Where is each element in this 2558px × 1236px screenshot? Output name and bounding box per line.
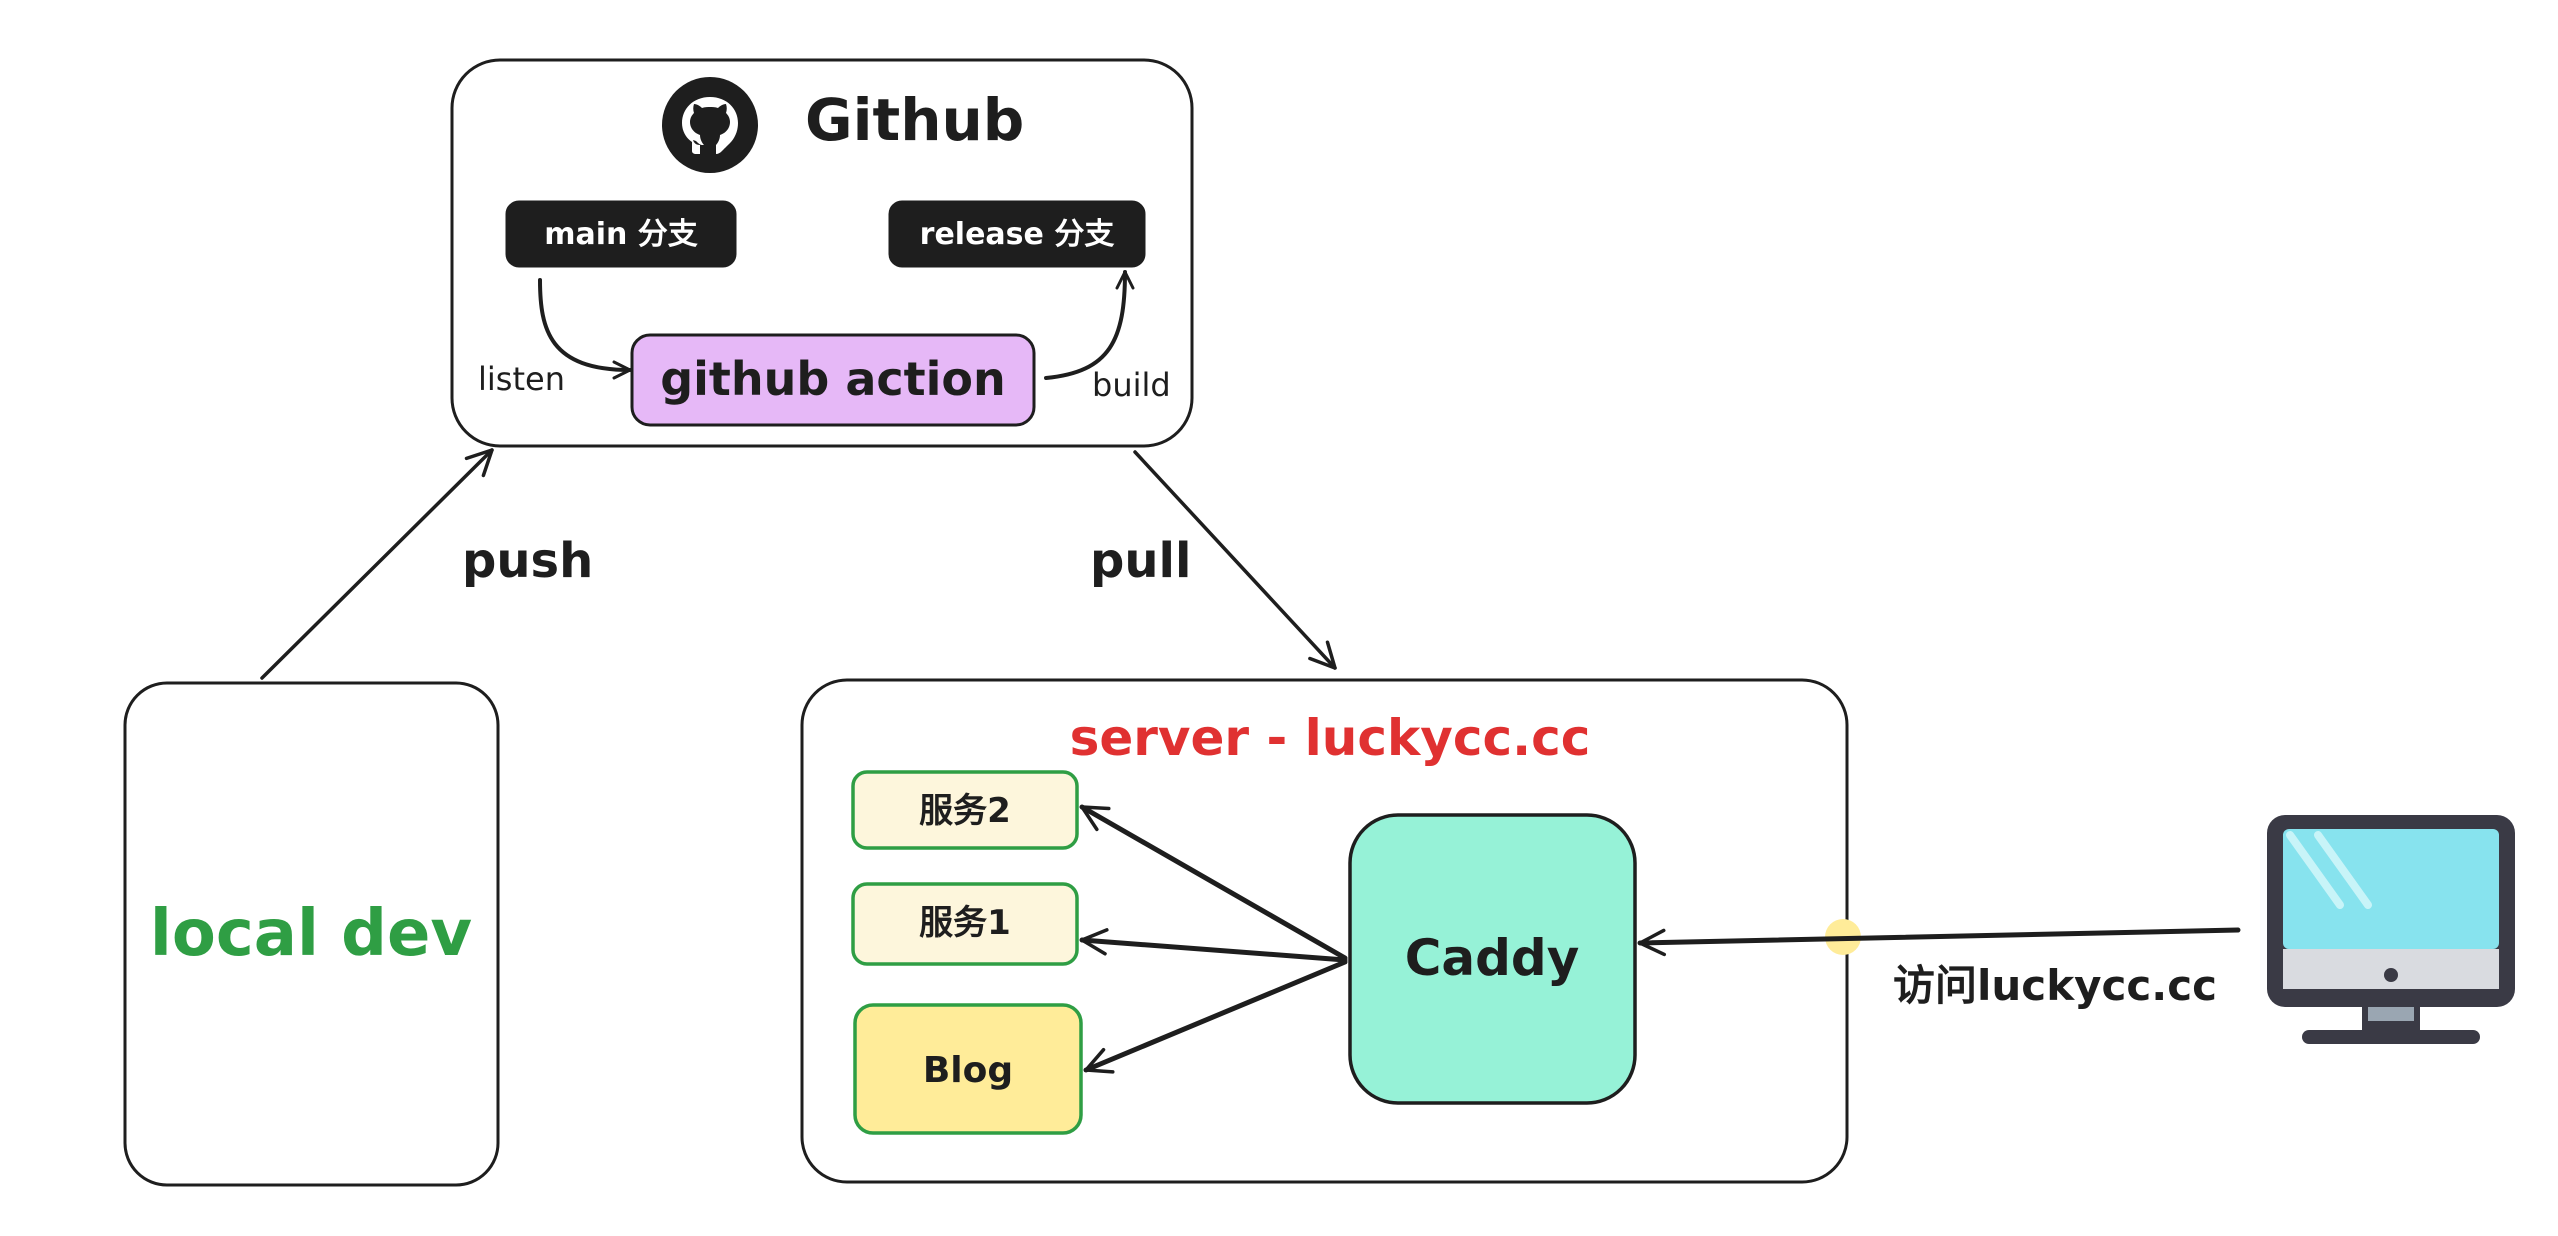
server-title: server - luckycc.cc: [1070, 709, 1591, 767]
listen-label: listen: [478, 360, 565, 398]
local-dev-label: local dev: [150, 897, 472, 971]
caddy-box: Caddy: [1348, 813, 1637, 1105]
github-action-box: github action: [630, 333, 1036, 427]
push-label: push: [462, 533, 593, 589]
service2-box: 服务2: [851, 770, 1079, 850]
local-dev-group: local dev: [123, 681, 500, 1187]
release-branch-box: release 分支: [888, 200, 1146, 268]
blog-box: Blog: [853, 1003, 1083, 1135]
visit-label: 访问luckycc.cc: [1893, 961, 2217, 1010]
desktop-monitor-icon: [2267, 815, 2515, 1044]
github-title: Github: [805, 86, 1024, 154]
pull-arrow: [1133, 450, 1337, 670]
pull-label: pull: [1090, 533, 1191, 589]
main-branch-label: main 分支: [544, 217, 698, 252]
local-dev-box: [123, 681, 500, 1187]
release-branch-label: release 分支: [920, 217, 1115, 252]
caddy-to-service1-arrow: [1079, 928, 1348, 963]
service1-box: 服务1: [851, 882, 1079, 966]
build-arrow: [1044, 270, 1135, 380]
blog-label: Blog: [923, 1050, 1013, 1091]
caddy-label: Caddy: [1405, 929, 1580, 987]
github-action-label: github action: [660, 352, 1006, 406]
github-octocat-icon: [662, 77, 758, 173]
server-group: server - luckycc.cc 服务2 服务1 Blog Caddy: [800, 678, 1849, 1184]
listen-arrow: [538, 278, 632, 380]
caddy-to-blog-arrow: [1083, 959, 1348, 1074]
build-label: build: [1092, 366, 1171, 404]
push-arrow: [260, 448, 494, 680]
caddy-to-service2-arrow: [1079, 804, 1348, 961]
service1-label: 服务1: [919, 903, 1011, 943]
service2-label: 服务2: [919, 791, 1011, 831]
github-group: Github main 分支 release 分支 github action …: [450, 58, 1194, 448]
visit-arrow: [1637, 927, 2241, 957]
main-branch-box: main 分支: [505, 200, 737, 268]
